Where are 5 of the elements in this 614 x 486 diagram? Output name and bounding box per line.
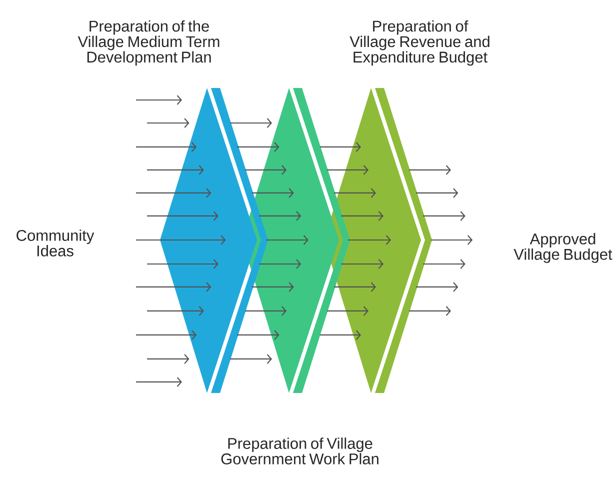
- text-label: Approved Village Budget: [514, 233, 612, 263]
- stage-label: Preparation of Village Government Work Plan: [221, 438, 378, 464]
- stage-label: Preparation of Village Revenue and Expenditure Budget: [350, 20, 490, 66]
- text-label: Community Ideas: [16, 230, 94, 256]
- stage-label: Preparation of the Village Medium Term Development Plan: [78, 20, 220, 66]
